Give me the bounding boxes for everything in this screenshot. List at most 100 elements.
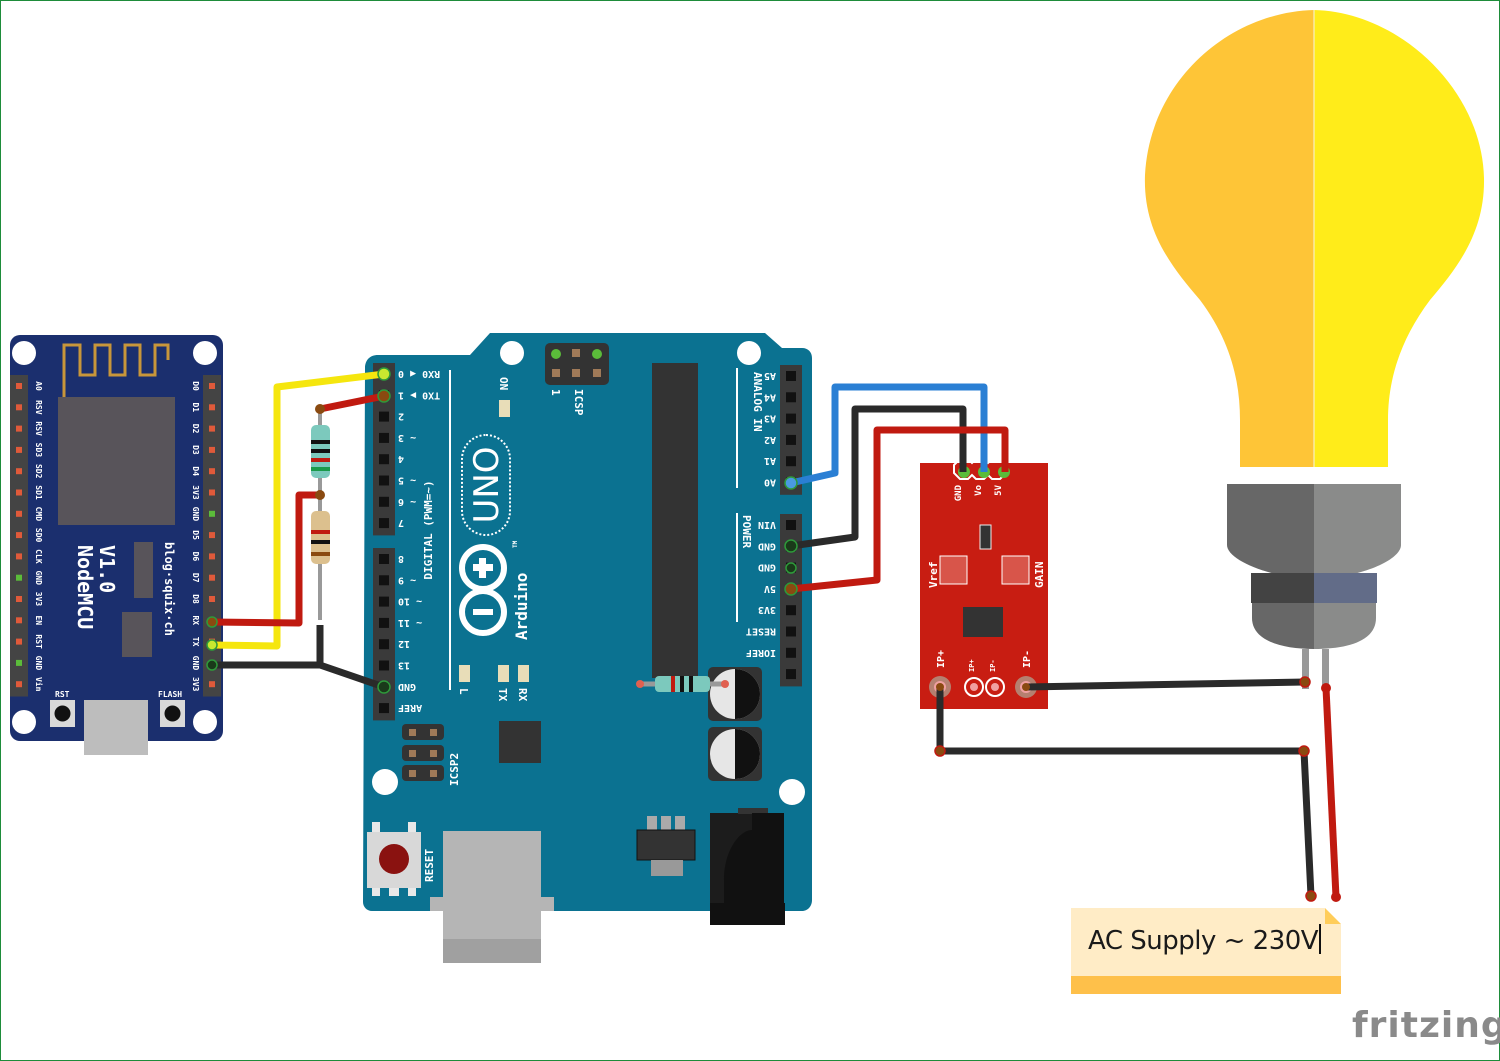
wire-black-ip-plus-supply[interactable] bbox=[936, 687, 1315, 897]
reset-button[interactable] bbox=[367, 822, 421, 896]
pin-label: TX0 ▶ 1 bbox=[398, 389, 440, 400]
header-pin[interactable] bbox=[379, 554, 389, 564]
wire-red-rx-divider[interactable] bbox=[211, 491, 320, 627]
pin-rst[interactable] bbox=[16, 638, 22, 645]
header-pin[interactable] bbox=[786, 413, 796, 424]
pin-d1[interactable] bbox=[209, 404, 215, 411]
bulb-base-left bbox=[1227, 484, 1314, 579]
on-led bbox=[499, 400, 510, 417]
mount-hole bbox=[193, 341, 217, 365]
nodemcu-board[interactable]: RST FLASH NodeMCU V1.0 blog·squix·ch A0R… bbox=[10, 335, 223, 755]
pin-vin[interactable] bbox=[16, 681, 22, 688]
header-pin[interactable] bbox=[379, 660, 389, 671]
header-pin[interactable] bbox=[786, 647, 796, 658]
header-pin[interactable] bbox=[786, 371, 796, 381]
pin-d6[interactable] bbox=[209, 553, 215, 560]
rx-led bbox=[518, 665, 529, 682]
usb-chip bbox=[499, 721, 541, 763]
wire-yellow-tx-rx[interactable] bbox=[211, 370, 385, 650]
header-pin[interactable] bbox=[786, 605, 796, 616]
pin-clk[interactable] bbox=[16, 553, 22, 560]
pin-label: ~ 5 bbox=[398, 475, 416, 486]
icsp-pin1-label: 1 bbox=[549, 389, 562, 396]
header-pin[interactable] bbox=[379, 617, 389, 628]
pin-en[interactable] bbox=[16, 617, 22, 624]
pin-gnd[interactable] bbox=[16, 659, 22, 666]
wire-blue-a0-vo[interactable] bbox=[790, 383, 988, 487]
pin-sd3[interactable] bbox=[16, 446, 22, 453]
wire-black-ip-minus-bulb[interactable] bbox=[1025, 678, 1306, 691]
pin-label: Vin bbox=[34, 677, 44, 692]
pin-d2[interactable] bbox=[209, 425, 215, 432]
reset-label: RESET bbox=[423, 849, 436, 882]
pin-rsv[interactable] bbox=[16, 425, 22, 432]
light-bulb[interactable] bbox=[1144, 10, 1485, 689]
header-pin[interactable] bbox=[379, 703, 389, 714]
note-text[interactable]: AC Supply ~ 230V bbox=[1088, 924, 1322, 956]
icsp2-header bbox=[402, 724, 444, 781]
pin-label: 12 bbox=[398, 638, 410, 649]
l-led bbox=[459, 665, 470, 682]
header-pin[interactable] bbox=[379, 596, 389, 607]
pin-label: GND bbox=[191, 656, 200, 671]
ip-plus-small-label: IP+ bbox=[968, 659, 976, 672]
header-pin[interactable] bbox=[786, 626, 796, 637]
pin-label: 13 bbox=[398, 660, 410, 671]
pin-gnd[interactable] bbox=[16, 574, 22, 581]
l-label: L bbox=[457, 688, 470, 695]
header-pin[interactable] bbox=[379, 496, 389, 507]
pin-a0[interactable] bbox=[16, 383, 22, 389]
pin-3v3[interactable] bbox=[209, 489, 215, 496]
header-pin[interactable] bbox=[786, 669, 796, 680]
mount-hole bbox=[12, 710, 36, 734]
fritzing-logo: fritzing bbox=[1352, 1005, 1500, 1046]
current-sensor-board[interactable]: GND Vo 5V Vref GAIN IP+ IP+ IP- IP- bbox=[920, 458, 1048, 709]
pin-label: A1 bbox=[764, 455, 776, 466]
header-pin[interactable] bbox=[786, 520, 796, 530]
pin-label: A0 bbox=[764, 477, 776, 488]
pin-d8[interactable] bbox=[209, 596, 215, 602]
sensor-gnd-label: GND bbox=[954, 484, 964, 501]
pin-gnd[interactable] bbox=[209, 510, 215, 517]
mount-hole bbox=[779, 779, 805, 805]
pin-sd2[interactable] bbox=[16, 468, 22, 475]
pin-rsv[interactable] bbox=[16, 404, 22, 411]
header-pin[interactable] bbox=[786, 392, 796, 403]
pin-3v3[interactable] bbox=[209, 681, 215, 688]
pin-label: CLK bbox=[34, 549, 43, 564]
wire-red-bulb-supply[interactable] bbox=[1322, 687, 1340, 898]
pin-label: IOREF bbox=[746, 647, 776, 658]
pin-d0[interactable] bbox=[209, 383, 215, 389]
header-pin[interactable] bbox=[379, 432, 389, 443]
pin-d5[interactable] bbox=[209, 532, 215, 539]
pin-cmd[interactable] bbox=[16, 510, 22, 517]
ac-supply-note[interactable]: AC Supply ~ 230V bbox=[1071, 908, 1341, 994]
usb-port bbox=[84, 700, 148, 755]
wire-black-gnd-arduino[interactable] bbox=[318, 661, 386, 691]
arduino-uno-board[interactable]: 1 ICSP ON DIGITAL (PWM=~) UNO Arduino TM… bbox=[363, 333, 812, 963]
header-pin[interactable] bbox=[379, 475, 389, 486]
header-pin[interactable] bbox=[379, 639, 389, 650]
wires[interactable] bbox=[206, 367, 1341, 902]
header-pin[interactable] bbox=[379, 575, 389, 586]
uno-logo: UNO bbox=[467, 446, 507, 523]
pin-label: 7 bbox=[398, 517, 404, 528]
pin-d4[interactable] bbox=[209, 468, 215, 475]
pin-d3[interactable] bbox=[209, 446, 215, 453]
pin-label: TX bbox=[191, 637, 200, 647]
note-resize-bar[interactable] bbox=[1071, 976, 1341, 994]
wire-red-tx-resistor[interactable] bbox=[319, 392, 385, 413]
pin-d7[interactable] bbox=[209, 574, 215, 581]
header-pin[interactable] bbox=[786, 456, 796, 467]
pin-3v3[interactable] bbox=[16, 596, 22, 602]
header-pin[interactable] bbox=[379, 518, 389, 529]
pin-sd1[interactable] bbox=[16, 489, 22, 496]
header-pin[interactable] bbox=[379, 454, 389, 465]
pin-sd0[interactable] bbox=[16, 532, 22, 539]
header-pin[interactable] bbox=[786, 434, 796, 445]
resistor-1 bbox=[311, 425, 330, 478]
nodemcu-version: V1.0 bbox=[95, 545, 119, 593]
header-pin[interactable] bbox=[379, 411, 389, 422]
wire-red-5v-sensor[interactable] bbox=[790, 426, 1009, 593]
